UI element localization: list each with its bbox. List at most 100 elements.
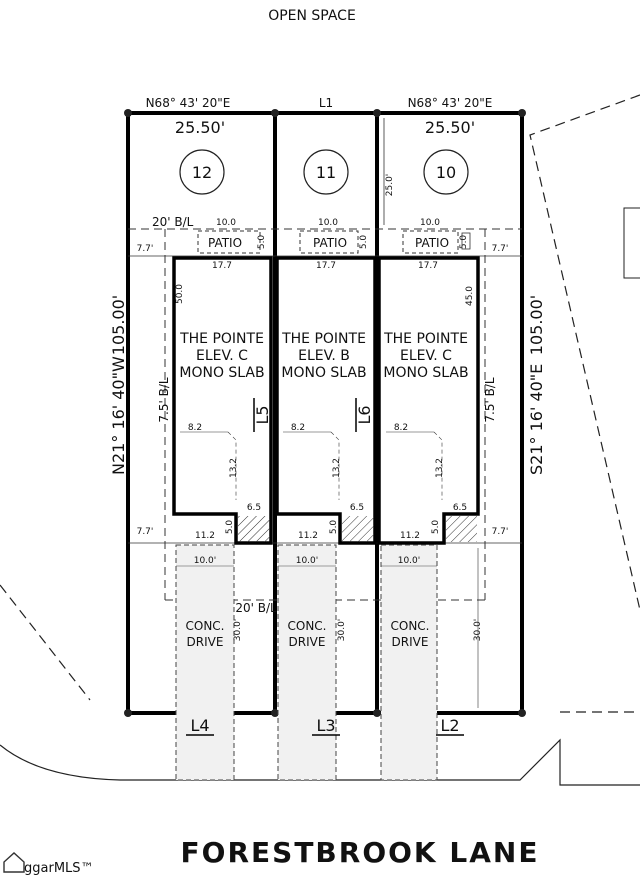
drive-label: DRIVE xyxy=(289,635,326,649)
interior-dims-12: 8.2 13.2 xyxy=(180,423,239,500)
lot-10-marker: 10 xyxy=(423,149,469,195)
lot-12-width: 25.50' xyxy=(175,118,225,137)
drive-depth: 30.0' xyxy=(337,619,347,642)
mls-watermark: ggarMLS™ xyxy=(3,852,94,876)
inner-a: 8.2 xyxy=(188,423,202,433)
patio-width: 10.0 xyxy=(216,218,236,228)
notch-10: 6.5 xyxy=(453,503,467,513)
bearing-top-left: N68° 43' 20"E xyxy=(146,96,231,110)
street-name: FORESTBROOK LANE xyxy=(181,836,540,869)
side-offset-br: 7.7' xyxy=(492,527,509,537)
house-lot-12 xyxy=(172,256,273,545)
garage-w-10: 11.2 xyxy=(400,531,420,541)
side-offset-tl: 7.7' xyxy=(137,244,154,254)
patio-width: 10.0 xyxy=(420,218,440,228)
conc-label: CONC. xyxy=(391,619,430,633)
lot-11-number: 11 xyxy=(316,163,336,182)
patio-lot-11: PATIO 10.0 5.0 xyxy=(299,218,369,254)
drive-width: 10.0' xyxy=(398,556,421,566)
inner-b: 13.2 xyxy=(229,458,239,478)
patio-label: PATIO xyxy=(415,236,449,250)
bearing-top-right: N68° 43' 20"E xyxy=(408,96,493,110)
line-label-l2: L2 xyxy=(440,716,459,735)
house-depth-right: 45.0 xyxy=(465,286,475,306)
side-bl-left-label: 7.5' B/L xyxy=(157,377,171,422)
side-offset-tr: 7.7' xyxy=(492,244,509,254)
interior-dims-10: 8.2 13.2 xyxy=(386,423,445,500)
bearing-right-side: S21° 16' 40"E xyxy=(527,364,546,475)
lot-11-marker: 11 xyxy=(303,149,349,195)
adjacent-lot-boundary xyxy=(529,94,640,611)
lot-10-number: 10 xyxy=(436,163,456,182)
house-depth-left: 50.0 xyxy=(175,284,185,304)
open-space-label: OPEN SPACE xyxy=(268,8,356,24)
drive-label: DRIVE xyxy=(392,635,429,649)
garage-w-11: 11.2 xyxy=(298,531,318,541)
conc-label: CONC. xyxy=(288,619,327,633)
driveway-lot-11: 10.0' CONC. DRIVE 30.0' xyxy=(277,544,347,781)
distance-right-side: 105.00' xyxy=(527,295,546,355)
right-of-way-line xyxy=(0,738,640,786)
inner-b: 13.2 xyxy=(435,458,445,478)
rear-depth-label: 25.0' xyxy=(385,174,395,197)
interior-dims-11: 8.2 13.2 xyxy=(283,423,342,500)
patio-lot-10: PATIO 10.0 5.0 xyxy=(402,218,471,254)
elevation-11: ELEV. B xyxy=(298,348,350,364)
house-logo-icon xyxy=(3,852,25,873)
inner-a: 8.2 xyxy=(291,423,305,433)
house-lot-11 xyxy=(275,256,377,545)
house-width-11: 17.7 xyxy=(316,261,336,271)
plan-name-11: THE POINTE xyxy=(281,331,366,347)
patio-post xyxy=(461,232,471,250)
garage-d-10: 5.0 xyxy=(431,520,441,535)
notch-11: 6.5 xyxy=(350,503,364,513)
front-bl-label: 20' B/L xyxy=(235,601,277,615)
driveway-lot-10: 10.0' CONC. DRIVE 30.0' xyxy=(380,544,483,781)
rear-bl-label: 20' B/L xyxy=(152,215,194,229)
patio-depth: 5.0 xyxy=(459,235,469,250)
left-adjacent-boundary xyxy=(0,584,91,701)
garage-hatch-12 xyxy=(238,516,270,542)
bearing-left-side: N21° 16' 40"W xyxy=(109,356,128,475)
lot-12-marker: 12 xyxy=(179,149,225,195)
line-label-l4: L4 xyxy=(190,716,209,735)
inner-b: 13.2 xyxy=(332,458,342,478)
garage-hatch-11 xyxy=(342,516,374,542)
plan-name-10: THE POINTE xyxy=(383,331,468,347)
garage-d-11: 5.0 xyxy=(329,520,339,535)
drive-width: 10.0' xyxy=(194,556,217,566)
driveway-lot-12: 10.0' CONC. DRIVE 30.0' xyxy=(175,544,243,781)
patio-lot-12: PATIO 10.0 5.0 xyxy=(197,218,267,254)
patio-depth: 5.0 xyxy=(257,235,267,250)
elevation-12: ELEV. C xyxy=(196,348,248,364)
foundation-10: MONO SLAB xyxy=(383,365,468,381)
drive-width: 10.0' xyxy=(296,556,319,566)
watermark-text: ggarMLS™ xyxy=(24,861,94,876)
garage-d-12: 5.0 xyxy=(225,520,235,535)
elevation-10: ELEV. C xyxy=(400,348,452,364)
corner-markers xyxy=(124,109,526,717)
distance-left-side: 105.00' xyxy=(109,295,128,355)
drive-label: DRIVE xyxy=(187,635,224,649)
lot-12-number: 12 xyxy=(192,163,212,182)
patio-width: 10.0 xyxy=(318,218,338,228)
line-label-l3: L3 xyxy=(316,716,335,735)
line-label-l5: L5 xyxy=(253,405,272,424)
drive-depth: 30.0' xyxy=(233,619,243,642)
plan-name-12: THE POINTE xyxy=(179,331,264,347)
adjacent-building xyxy=(623,207,640,279)
foundation-11: MONO SLAB xyxy=(281,365,366,381)
lot-10-width: 25.50' xyxy=(425,118,475,137)
house-width-12: 17.7 xyxy=(212,261,232,271)
garage-hatch-10 xyxy=(446,516,477,542)
notch-12: 6.5 xyxy=(247,503,261,513)
house-width-10: 17.7 xyxy=(418,261,438,271)
bearing-top-mid: L1 xyxy=(319,96,333,110)
side-offset-bl: 7.7' xyxy=(137,527,154,537)
line-label-l6: L6 xyxy=(355,405,374,424)
foundation-12: MONO SLAB xyxy=(179,365,264,381)
garage-w-12: 11.2 xyxy=(195,531,215,541)
conc-label: CONC. xyxy=(186,619,225,633)
patio-label: PATIO xyxy=(313,236,347,250)
